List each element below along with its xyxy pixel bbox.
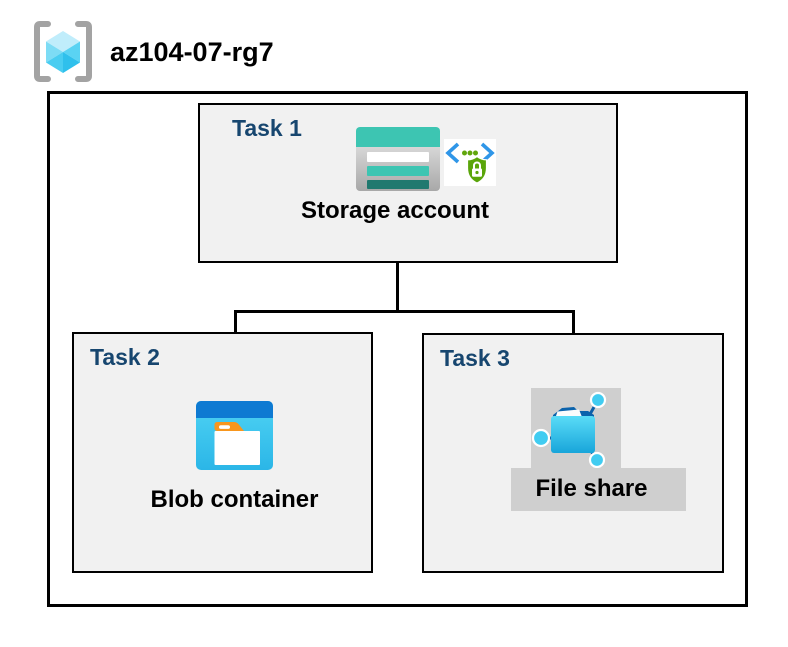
task1-label: Task 1 [232,115,302,141]
file-share-label-highlight: File share [511,468,686,511]
blob-container-label: Blob container [150,486,319,513]
connector-storage-stem [396,262,399,312]
task3-label: Task 3 [440,345,510,371]
connector-horizontal [234,310,575,313]
task2-label: Task 2 [90,344,160,370]
file-share-label: File share [535,475,648,502]
storage-account-label: Storage account [300,197,490,224]
resource-group-name: az104-07-rg7 [110,37,274,67]
blob-container-icon [196,401,273,470]
resource-group-icon [34,21,92,82]
file-share-icon [531,391,607,468]
storage-account-icon [356,127,440,191]
secure-endpoint-icon [444,139,496,186]
